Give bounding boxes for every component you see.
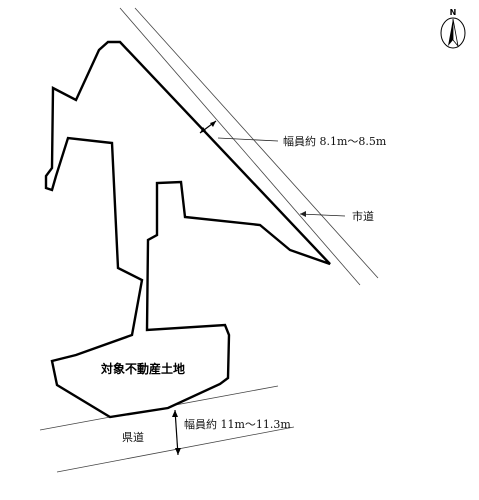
subject-parcel [44, 40, 331, 419]
city-road-leader [299, 211, 346, 217]
city-road [119, 7, 379, 286]
arrowhead-icon [175, 448, 181, 455]
city-road-width-label: 幅員約 8.1m〜8.5m [283, 134, 387, 148]
north-arrow-icon: N [440, 8, 466, 49]
arrowhead-icon [210, 121, 216, 127]
site-label: 対象不動産土地 [100, 361, 185, 376]
city-road-width-dimension [199, 120, 279, 142]
city-road-edge-inner [119, 7, 361, 286]
city-road-width-leader [217, 137, 279, 142]
prefectural-road-width-dimension [172, 409, 181, 456]
prefectural-road-edge-lower [56, 426, 295, 473]
arrowhead-icon [172, 410, 178, 417]
arrowhead-icon [200, 127, 206, 133]
arrowhead-icon [300, 211, 306, 217]
north-letter: N [450, 8, 457, 17]
prefectural-road-width-label: 幅員約 11m〜11.3m [184, 417, 291, 431]
prefectural-road-label: 県道 [122, 430, 144, 444]
city-road-label: 市道 [352, 209, 374, 223]
city-road-edge-outer [134, 7, 379, 279]
